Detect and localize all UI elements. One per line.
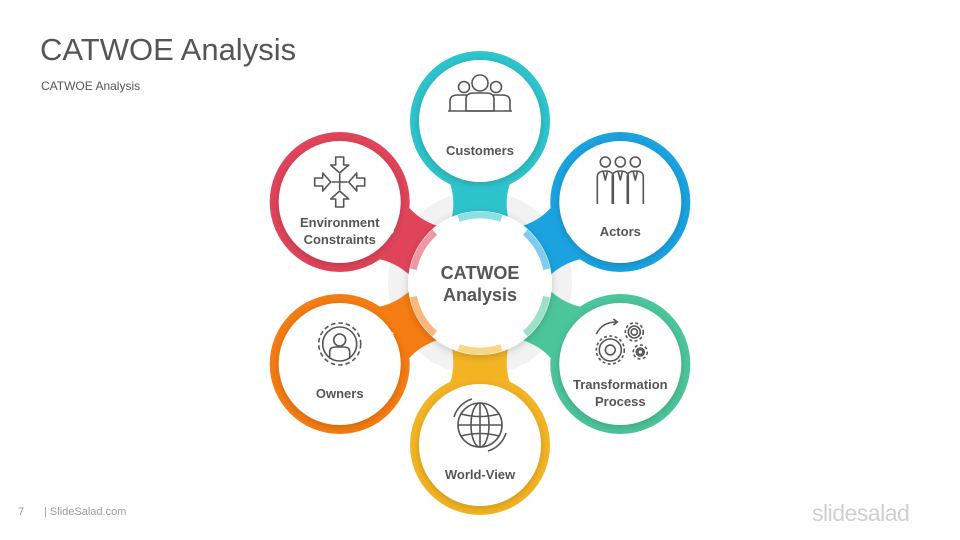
hub-arc xyxy=(457,211,503,222)
petal-number: 03 xyxy=(566,329,582,345)
petal-inner xyxy=(278,141,401,263)
arrows-converge-icon xyxy=(313,156,366,208)
customers-group-icon xyxy=(448,74,512,112)
owner-gear-icon xyxy=(317,322,362,366)
petal-inner xyxy=(559,141,682,263)
page-subtitle: CATWOE Analysis xyxy=(41,79,141,93)
petal-inner xyxy=(559,303,682,425)
petal-01: 01 Customers xyxy=(410,51,550,225)
hub-arc xyxy=(457,344,503,355)
brand-logo: slidesalad xyxy=(812,500,910,526)
hub-arc xyxy=(409,295,438,337)
petal-label-line1: Environment xyxy=(300,215,380,230)
petal-label-line1: Transformation xyxy=(573,377,668,392)
petal-number: 06 xyxy=(379,221,395,237)
actors-people-icon xyxy=(596,156,645,204)
petal-label-line2: Process xyxy=(595,394,646,409)
page-title: CATWOE Analysis xyxy=(40,32,297,67)
petal-label-line1: Customers xyxy=(446,143,514,158)
gears-icon xyxy=(595,318,649,365)
page-number: 7 xyxy=(18,506,25,518)
petal-number: 02 xyxy=(566,221,582,237)
petal-number: 01 xyxy=(472,167,488,183)
hub-title-line1: CATWOE xyxy=(441,263,520,283)
petal-inner xyxy=(278,303,401,425)
petal-label-line1: Actors xyxy=(600,224,641,239)
petal-inner xyxy=(419,60,541,182)
petal-label-line1: Owners xyxy=(316,386,364,401)
hub-title-line2: Analysis xyxy=(443,285,517,305)
petal-label-line1: World-View xyxy=(445,467,516,482)
petal-number: 04 xyxy=(472,383,488,399)
footer-site: | SlideSalad.com xyxy=(44,506,127,518)
globe-icon xyxy=(453,398,507,452)
petal-number: 05 xyxy=(379,329,395,345)
hub-arc xyxy=(522,295,551,337)
hub-arc xyxy=(409,229,438,271)
hub-arc xyxy=(522,229,551,271)
hub-circle xyxy=(416,219,544,347)
petal-label-line2: Constraints xyxy=(304,232,376,247)
